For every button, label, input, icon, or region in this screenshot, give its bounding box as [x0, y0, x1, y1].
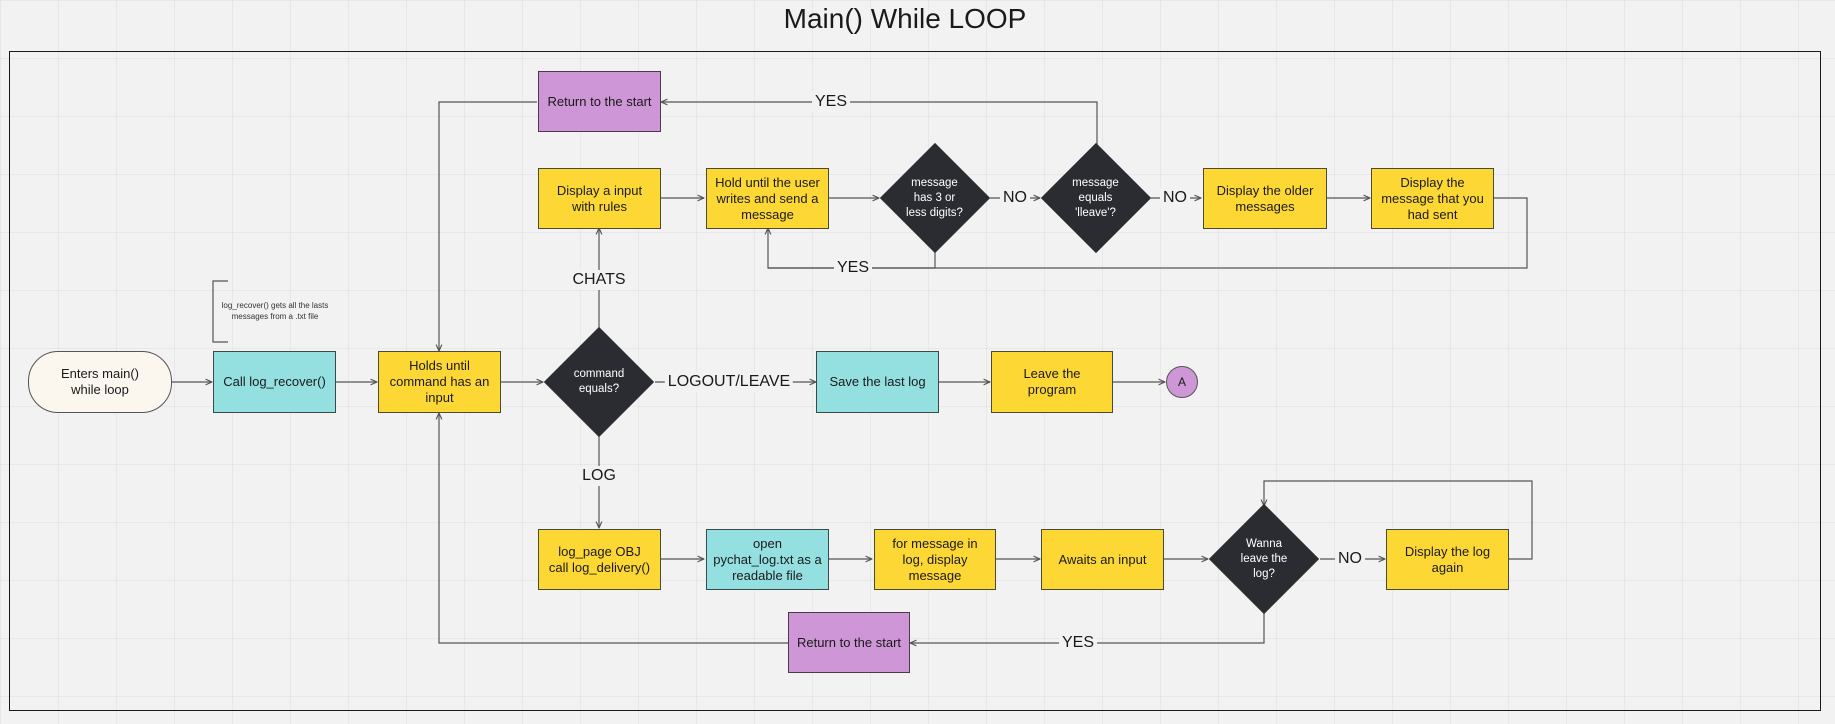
label-log: LOG: [579, 466, 619, 486]
annotation-bracket: [212, 280, 228, 343]
edge-three-digits-yes-loop: [768, 250, 936, 269]
edge-equals-leave-yes-return: [661, 102, 1098, 146]
display-log-again-box[interactable]: Display the log again: [1386, 529, 1509, 590]
connector-a[interactable]: A: [1166, 366, 1198, 398]
hold-user-message-box[interactable]: Hold until the user writes and send a me…: [706, 168, 829, 229]
wanna-leave-text: Wanna leave the log?: [1240, 537, 1288, 580]
for-message-box[interactable]: for message in log, display message: [874, 529, 996, 590]
wanna-leave-decision[interactable]: Wanna leave the log?: [1208, 503, 1320, 615]
display-sent-message-box[interactable]: Display the message that you had sent: [1371, 168, 1494, 229]
edge-display-log-loop: [1264, 480, 1533, 560]
edge-sent-loop-back: [768, 197, 1528, 269]
diagram-frame: [9, 51, 1821, 711]
label-no-2: NO: [1160, 188, 1190, 208]
log-page-box[interactable]: log_page OBJ call log_delivery(): [538, 529, 661, 590]
three-digits-text: message has 3 or less digits?: [906, 176, 963, 219]
save-last-log-box[interactable]: Save the last log: [816, 351, 939, 413]
display-older-messages-box[interactable]: Display the older messages: [1203, 168, 1327, 229]
return-to-start-bottom-box[interactable]: Return to the start: [788, 612, 910, 673]
label-no-1: NO: [1000, 188, 1030, 208]
start-terminal[interactable]: Enters main() while loop: [28, 351, 172, 413]
open-log-file-box[interactable]: open pychat_log.txt as a readable file: [706, 529, 829, 590]
edge-return-bottom-to-hold: [439, 413, 788, 644]
call-log-recover-box[interactable]: Call log_recover(): [213, 351, 336, 413]
label-yes-bottom: YES: [1058, 633, 1098, 653]
holds-until-command-box[interactable]: Holds until command has an input: [378, 351, 501, 413]
three-digits-decision[interactable]: message has 3 or less digits?: [879, 142, 990, 254]
log-recover-annotation: log_recover() gets all the lasts message…: [221, 301, 329, 321]
return-to-start-top-box[interactable]: Return to the start: [538, 71, 661, 132]
label-logout-leave: LOGOUT/LEAVE: [664, 372, 794, 392]
awaits-input-box[interactable]: Awaits an input: [1041, 529, 1164, 590]
label-chats: CHATS: [569, 270, 629, 290]
command-equals-text: command equals?: [573, 368, 625, 395]
edge-return-top-to-hold: [439, 101, 537, 351]
label-yes-loop: YES: [833, 258, 873, 278]
display-input-box[interactable]: Display a input with rules: [538, 168, 661, 229]
label-no-3: NO: [1335, 549, 1365, 569]
equals-leave-decision[interactable]: message equals 'lleave'?: [1040, 142, 1151, 254]
label-yes-top: YES: [811, 92, 851, 112]
leave-program-box[interactable]: Leave the program: [991, 351, 1113, 413]
page-title: Main() While LOOP: [783, 3, 1027, 34]
edge-wanna-leave-yes: [910, 612, 1265, 643]
equals-leave-text: message equals 'lleave'?: [1072, 176, 1119, 219]
command-equals-decision[interactable]: command equals?: [543, 326, 655, 438]
